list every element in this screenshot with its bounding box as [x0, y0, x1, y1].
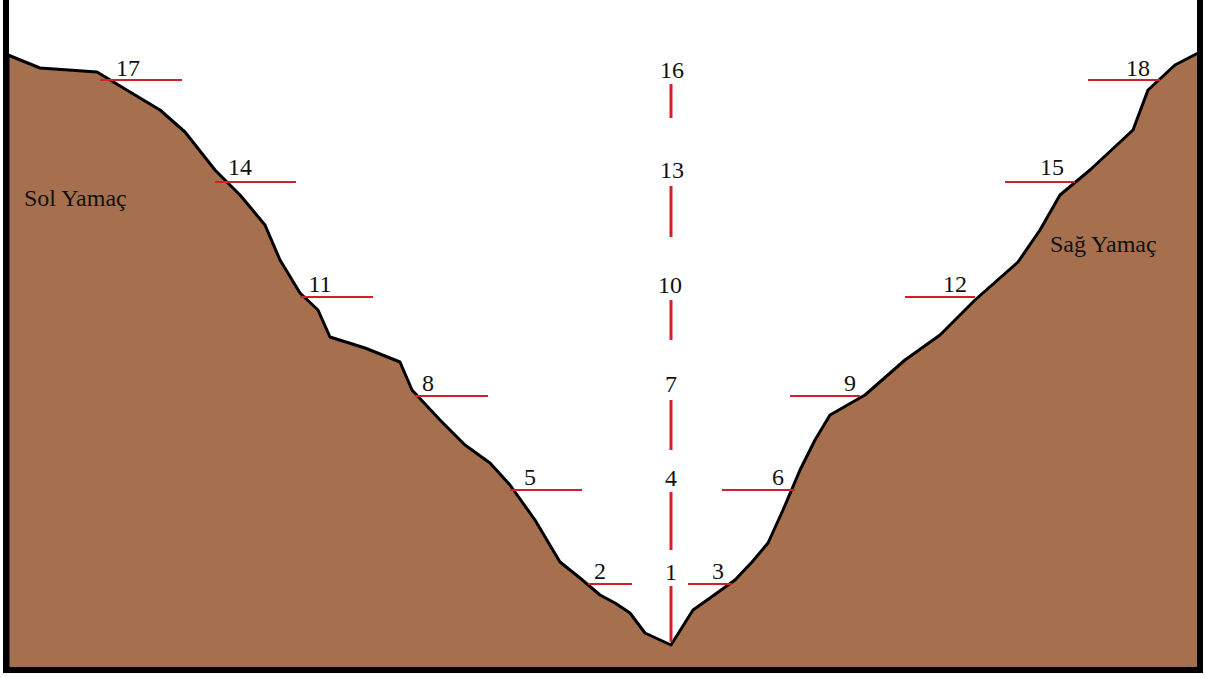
callout-number: 17 [116, 56, 140, 80]
slope-name: Sol Yamaç [24, 186, 127, 210]
callout-number: 12 [943, 272, 967, 296]
callout-number: 7 [665, 372, 677, 396]
level-lines [100, 80, 1160, 584]
callout-number: 6 [772, 465, 784, 489]
callout-number: 11 [308, 272, 331, 296]
frame [3, 0, 1203, 673]
callout-number: 9 [844, 371, 856, 395]
callout-number: 10 [658, 273, 682, 297]
slope-name: Sağ Yamaç [1050, 232, 1157, 256]
callout-number: 5 [524, 465, 536, 489]
callout-number: 4 [665, 466, 677, 490]
callout-number: 1 [665, 560, 677, 584]
callout-number: 13 [660, 158, 684, 182]
terrain-section [8, 52, 1200, 670]
callout-number: 15 [1040, 155, 1064, 179]
callout-number: 2 [594, 559, 606, 583]
callout-number: 18 [1126, 56, 1150, 80]
callout-number: 16 [660, 58, 684, 82]
callout-number: 3 [712, 559, 724, 583]
callout-number: 14 [228, 155, 252, 179]
callout-number: 8 [422, 371, 434, 395]
